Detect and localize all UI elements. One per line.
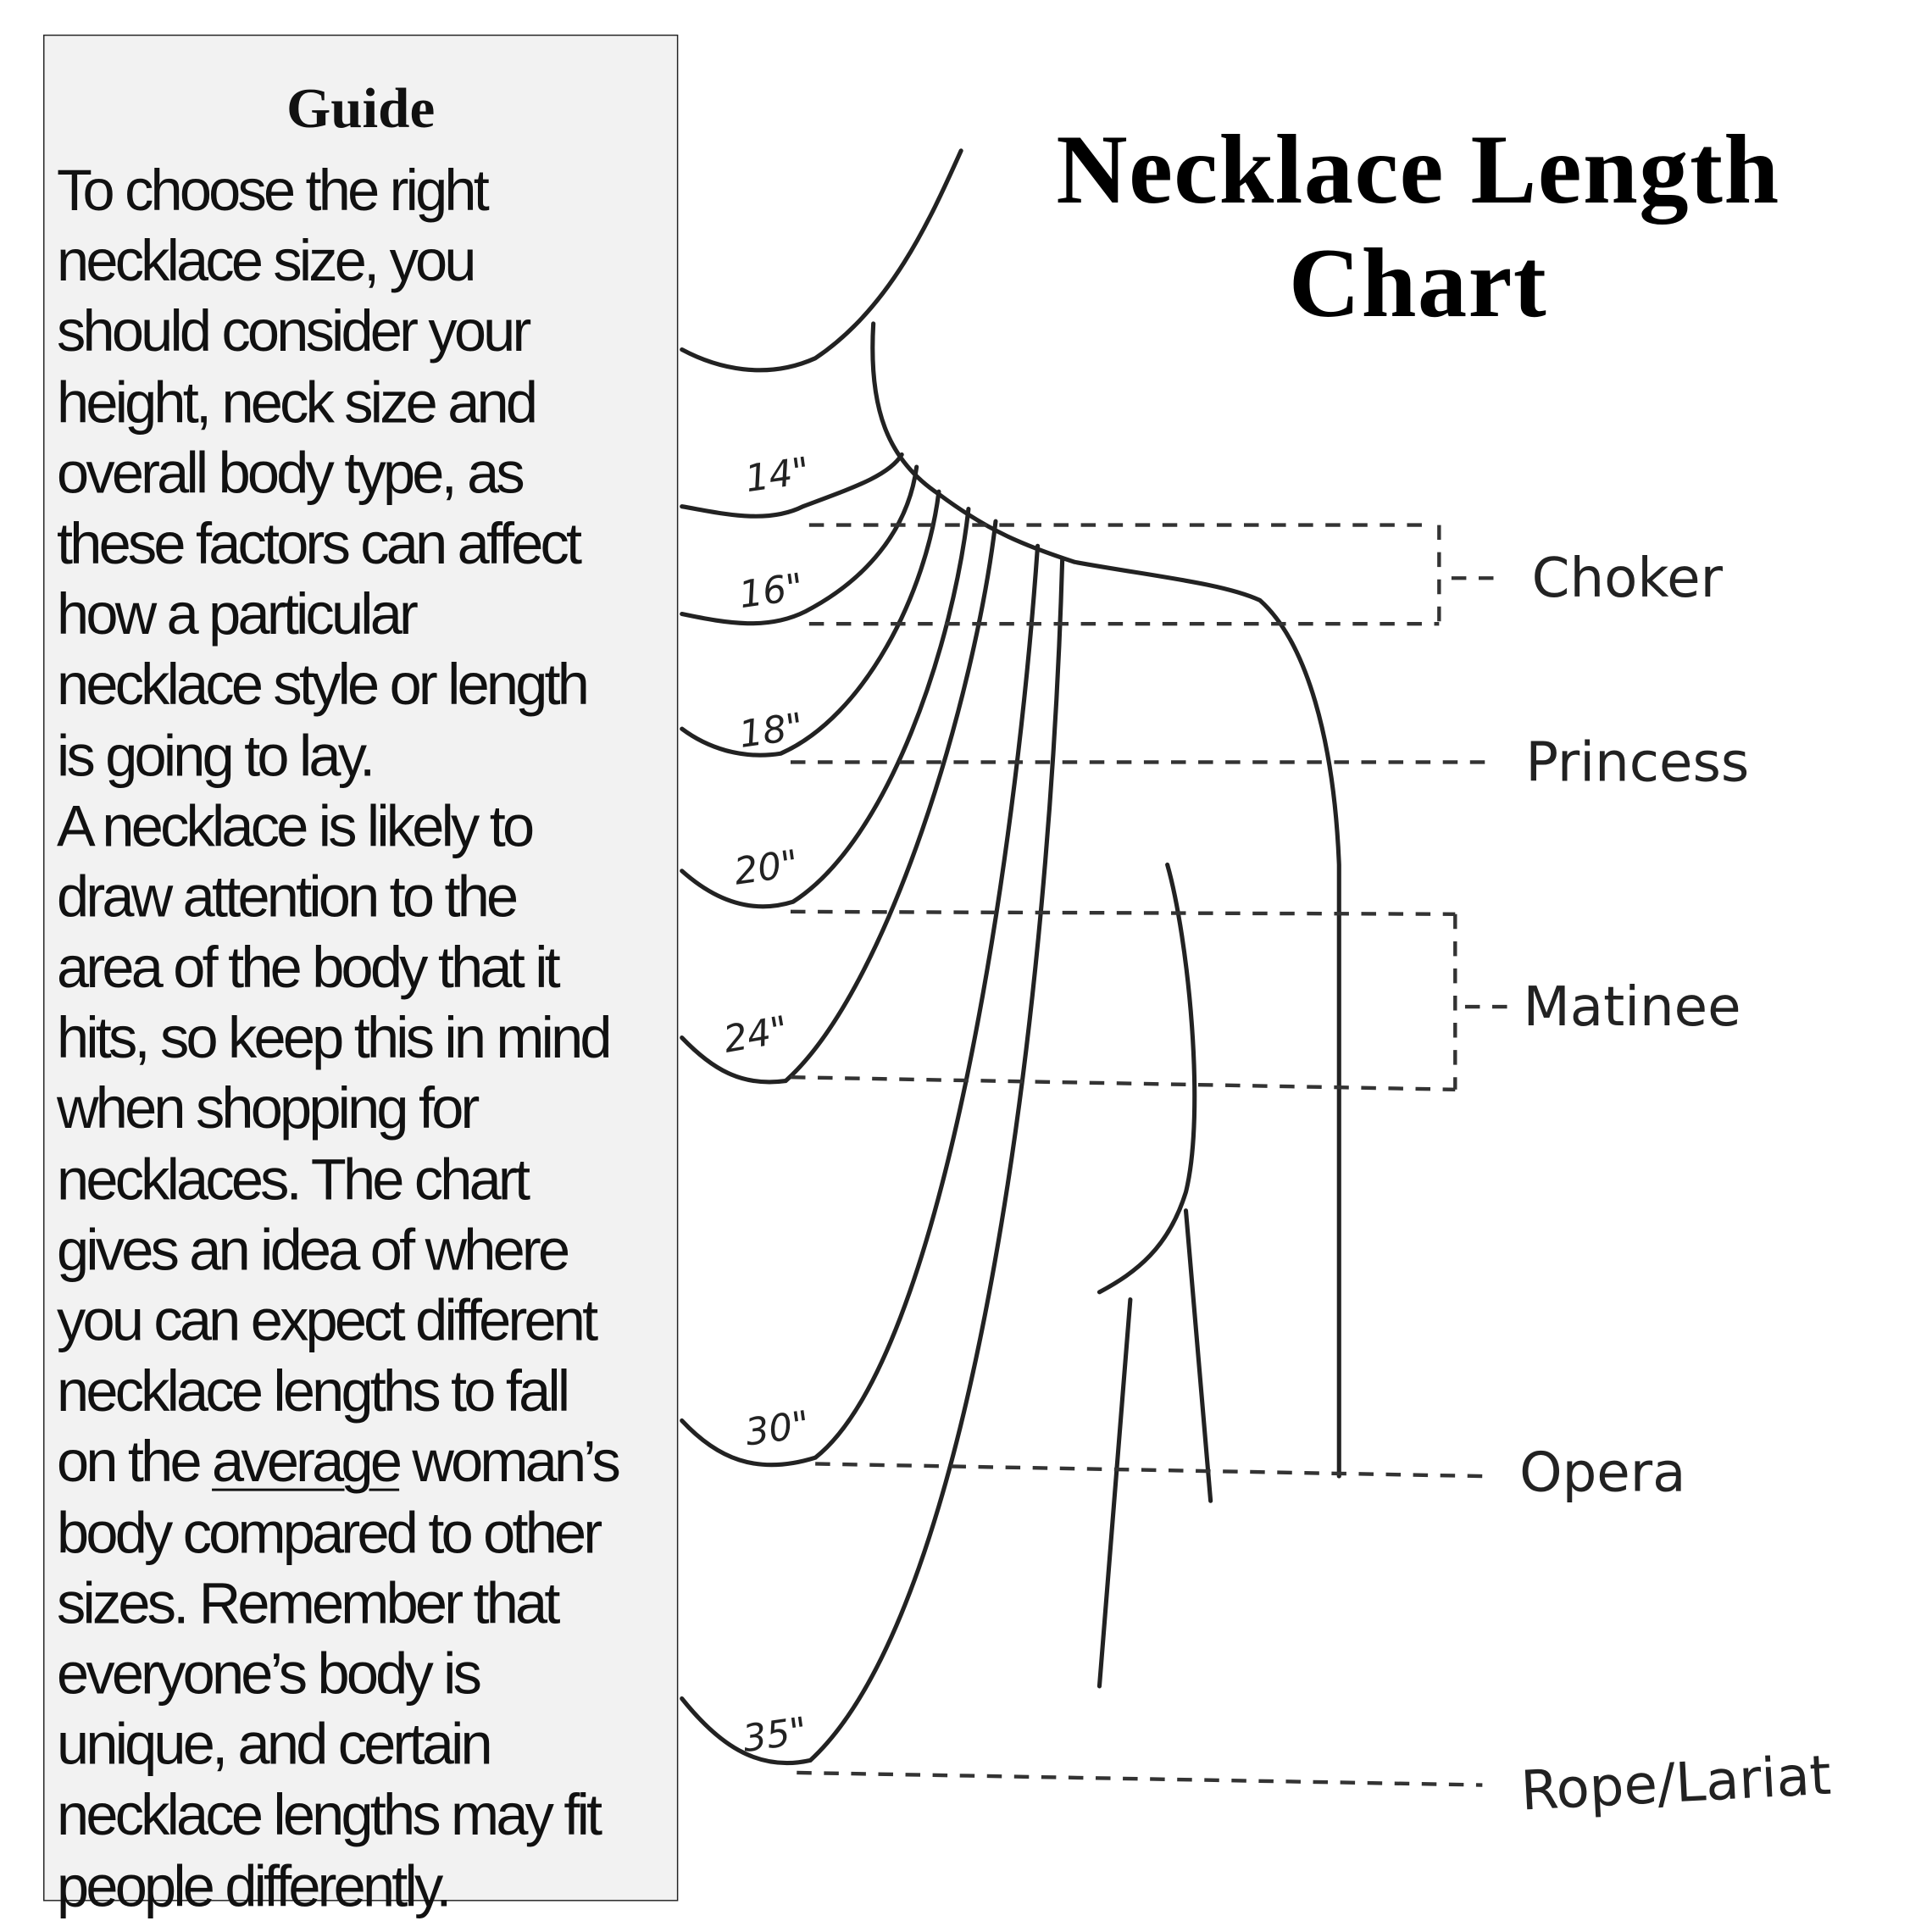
opera-line — [815, 1462, 1483, 1479]
neck-shoulder-outline — [870, 321, 1341, 1479]
chart-title: Necklace Length Chart — [963, 114, 1873, 341]
length-label-30: 30" — [742, 1402, 812, 1454]
necklace-30 — [680, 543, 1041, 1468]
guide-line: necklace style or length — [57, 651, 590, 717]
style-princess: Princess — [1525, 730, 1749, 794]
chin-outline — [680, 148, 963, 373]
torso-outline — [1096, 862, 1197, 1295]
guide-line: should consider your — [57, 297, 531, 364]
matinee-bottom-line — [790, 1075, 1456, 1091]
guide-line: is going to lay. — [57, 722, 375, 788]
necklace-20 — [680, 507, 971, 909]
guide-panel: Guide To choose the right necklace size,… — [43, 34, 679, 1918]
length-label-14: 14" — [742, 449, 812, 501]
guide-line: hits, so keep this in mind — [57, 1004, 612, 1070]
choker-bracket — [1437, 525, 1495, 625]
emphasis-average: average — [212, 1428, 402, 1495]
title-line-1: Necklace Length — [1056, 116, 1780, 225]
necklace-18 — [680, 489, 941, 758]
style-opera: Opera — [1519, 1441, 1685, 1505]
guide-line: sizes. Remember that — [57, 1569, 560, 1635]
necklace-14 — [680, 452, 904, 519]
style-matinee: Matinee — [1523, 975, 1740, 1039]
guide-line: necklaces. The chart — [57, 1146, 530, 1212]
necklace-24 — [680, 519, 998, 1085]
guide-line: when shopping for — [57, 1074, 480, 1141]
guide-line: To choose the right — [57, 157, 490, 223]
style-choker: Choker — [1532, 547, 1724, 610]
guide-title: Guide — [286, 76, 436, 140]
torso-outline — [1096, 1297, 1133, 1689]
length-label-16: 16" — [736, 565, 806, 617]
length-label-24: 24" — [720, 1008, 791, 1061]
text: on the — [57, 1428, 213, 1495]
necklace-35 — [680, 556, 1065, 1766]
length-label-35: 35" — [740, 1709, 809, 1761]
rope-line — [797, 1770, 1483, 1787]
guide-line: draw attention to the — [57, 863, 519, 930]
guide-line: A necklace is likely to — [57, 792, 535, 858]
guide-line: necklace size, you — [57, 227, 476, 293]
title-line-2: Chart — [1288, 230, 1548, 339]
guide-line: you can expect different — [57, 1287, 598, 1353]
guide-line: necklace lengths to fall — [57, 1357, 570, 1424]
guide-text: To choose the right necklace size, you s… — [57, 154, 621, 1920]
length-label-20: 20" — [731, 842, 801, 894]
guide-line: gives an idea of where — [57, 1216, 570, 1282]
guide-line: unique, and certain — [57, 1711, 493, 1777]
necklace-16 — [680, 464, 919, 626]
matinee-bracket — [1453, 913, 1507, 1090]
guide-line: necklace lengths may fit — [57, 1781, 602, 1847]
guide-line: on the average woman’s — [57, 1426, 621, 1496]
text: woman’s — [399, 1428, 620, 1495]
guide-line: people differently. — [57, 1852, 452, 1918]
guide-line: height, neck size and — [57, 369, 538, 435]
guide-line: how a particular — [57, 580, 419, 647]
guide-line: area of the body that it — [57, 934, 561, 1000]
length-label-18: 18" — [736, 705, 806, 757]
guide-line: these factors can affect — [57, 509, 582, 576]
guide-line: everyone’s body is — [57, 1640, 482, 1707]
torso-outline — [1183, 1208, 1213, 1503]
guide-line: body compared to other — [57, 1499, 602, 1565]
style-rope-lariat: Rope/Lariat — [1519, 1744, 1833, 1824]
matinee-top-line — [790, 909, 1456, 916]
guide-line: overall body type, as — [57, 439, 525, 505]
